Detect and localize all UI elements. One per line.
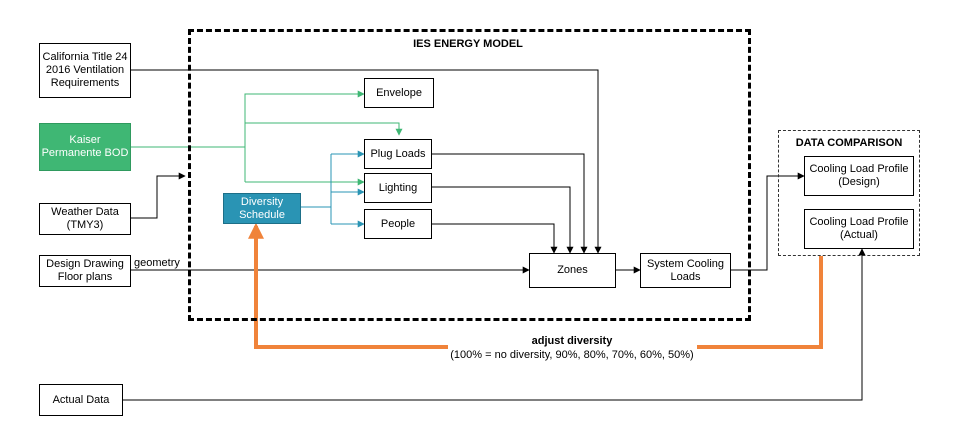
people-box: People: [364, 209, 432, 239]
arrow-people-to-zones: [432, 223, 558, 254]
design-drawing-box: Design Drawing Floor plans: [39, 255, 131, 287]
envelope-box: Envelope: [364, 78, 434, 108]
arrow-plug-to-zones: [432, 153, 588, 254]
system-cooling-loads-box: System Cooling Loads: [640, 253, 731, 288]
zones-box: Zones: [529, 253, 616, 288]
cooling-load-profile-design-box: Cooling Load Profile (Design): [804, 156, 914, 196]
geometry-label: geometry: [134, 257, 180, 269]
arrow-actual-to-actual-profile: [123, 248, 866, 401]
arrow-kaiser-to-envelope: [244, 90, 365, 182]
feedback-left-segment: [248, 222, 448, 349]
california-title-24-box: California Title 24 2016 Ventilation Req…: [39, 43, 131, 98]
ies-energy-model-title: IES ENERGY MODEL: [413, 38, 523, 50]
plug-loads-box: Plug Loads: [364, 139, 432, 169]
arrow-lighting-to-zones: [432, 186, 574, 254]
cooling-load-profile-actual-box: Cooling Load Profile (Actual): [804, 209, 914, 249]
arrow-kaiser-to-plug: [245, 122, 403, 136]
weather-data-box: Weather Data (TMY3): [39, 203, 131, 235]
data-comparison-title: DATA COMPARISON: [795, 137, 903, 149]
data-comparison-frame: [778, 130, 920, 256]
arrow-california-to-zones: [131, 69, 602, 254]
kaiser-permanente-bod-box: Kaiser Permanente BOD: [39, 123, 131, 171]
adjust-diversity-detail: (100% = no diversity, 90%, 80%, 70%, 60%…: [450, 349, 694, 361]
arrow-weather-to-model: [131, 172, 186, 219]
ies-energy-model-frame: [188, 29, 751, 321]
adjust-diversity-title: adjust diversity: [531, 335, 613, 347]
adjust-diversity-note: adjust diversity (100% = no diversity, 9…: [400, 334, 744, 362]
feedback-right-segment: [697, 256, 823, 349]
lighting-box: Lighting: [364, 173, 432, 203]
actual-data-box: Actual Data: [39, 384, 123, 416]
diversity-schedule-box: Diversity Schedule: [223, 193, 301, 224]
